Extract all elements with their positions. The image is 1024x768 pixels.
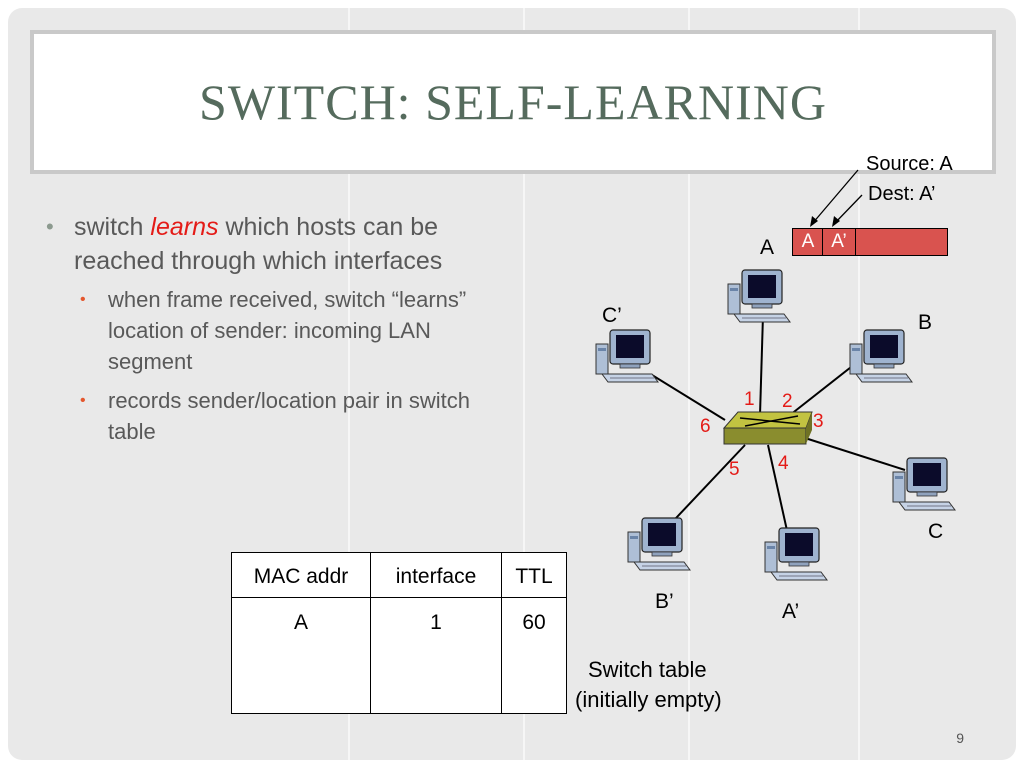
dest-label: Dest: A’ bbox=[868, 183, 936, 205]
background-stripe bbox=[688, 8, 690, 760]
host-b-icon bbox=[849, 329, 913, 383]
host-aprime-label: A’ bbox=[782, 600, 800, 623]
host-c-label: C bbox=[928, 520, 944, 543]
table-caption-line-2: (initially empty) bbox=[575, 687, 722, 712]
bullet-sub-2-text: records sender/location pair in switch t… bbox=[108, 388, 470, 444]
bullet-list: • switch learns which hosts can be reach… bbox=[44, 210, 504, 447]
host-c-icon bbox=[892, 457, 956, 511]
host-bprime-icon bbox=[627, 517, 691, 571]
frame-pointers bbox=[810, 169, 863, 227]
host-a-icon bbox=[727, 269, 791, 323]
page-number: 9 bbox=[956, 730, 964, 746]
bullet-dot-icon: • bbox=[46, 214, 54, 239]
bullet-sub-2: • records sender/location pair in switch… bbox=[44, 385, 504, 447]
bullet-main-highlight: learns bbox=[150, 213, 219, 241]
table-header-divider bbox=[232, 597, 566, 598]
title-frame: SWITCH: SELF-LEARNING bbox=[30, 30, 996, 174]
link-cp bbox=[651, 374, 726, 421]
background-stripe bbox=[348, 8, 350, 760]
bullet-dot-icon: • bbox=[80, 392, 86, 409]
switch-table: MAC addr interface TTL A 1 60 bbox=[231, 552, 567, 714]
source-label: Source: A bbox=[866, 153, 953, 175]
host-cprime-icon bbox=[595, 329, 659, 383]
port-2-label: 2 bbox=[782, 391, 793, 412]
host-a-label: A bbox=[760, 236, 775, 259]
link-ap bbox=[767, 444, 789, 536]
port-5-label: 5 bbox=[729, 459, 740, 480]
bullet-main-text-1: switch bbox=[74, 213, 151, 241]
table-header-interface: interface bbox=[395, 565, 477, 588]
link-c bbox=[804, 437, 906, 471]
table-cell-mac: A bbox=[293, 611, 308, 634]
port-3-label: 3 bbox=[813, 411, 824, 432]
bullet-dot-icon: • bbox=[80, 291, 86, 308]
frame-divider bbox=[822, 229, 823, 255]
host-aprime-icon bbox=[764, 527, 828, 581]
table-col-divider bbox=[501, 553, 502, 713]
table-header-ttl: TTL bbox=[515, 565, 553, 588]
bullet-sub-1: • when frame received, switch “learns” l… bbox=[44, 284, 504, 377]
ethernet-frame: A A’ bbox=[792, 228, 948, 256]
background-stripe bbox=[858, 8, 860, 760]
frame-dest-cell: A’ bbox=[831, 231, 847, 252]
port-4-label: 4 bbox=[778, 453, 789, 474]
switch-icon bbox=[722, 411, 813, 445]
link-a bbox=[759, 314, 764, 416]
port-1-label: 1 bbox=[744, 389, 755, 410]
table-col-divider bbox=[370, 553, 371, 713]
table-caption-line-1: Switch table bbox=[588, 657, 707, 682]
port-6-label: 6 bbox=[700, 416, 711, 437]
slide-title: SWITCH: SELF-LEARNING bbox=[199, 74, 827, 130]
table-cell-interface: 1 bbox=[430, 611, 442, 634]
bullet-sub-1-text: when frame received, switch “learns” loc… bbox=[108, 287, 467, 374]
table-cell-ttl: 60 bbox=[522, 611, 546, 634]
host-cprime-label: C’ bbox=[602, 304, 622, 327]
frame-divider bbox=[855, 229, 856, 255]
bullet-main-text-2: which hosts can be reached through which… bbox=[74, 213, 443, 275]
host-bprime-label: B’ bbox=[655, 590, 674, 613]
table-header-mac: MAC addr bbox=[253, 565, 349, 588]
frame-source-cell: A bbox=[801, 231, 815, 252]
host-b-label: B bbox=[918, 311, 933, 334]
link-b bbox=[789, 359, 861, 416]
background-stripe bbox=[523, 8, 525, 760]
bullet-main: • switch learns which hosts can be reach… bbox=[44, 210, 504, 278]
